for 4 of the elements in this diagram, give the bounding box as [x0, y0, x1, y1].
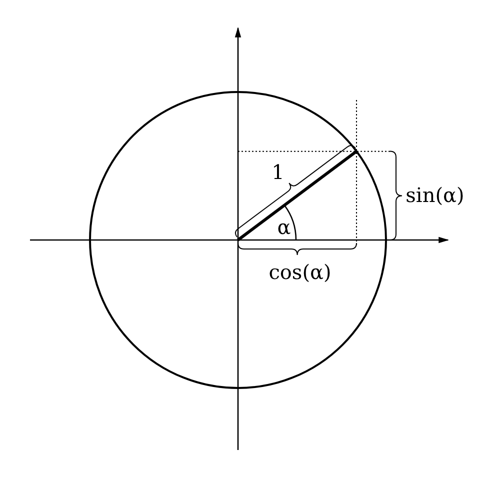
cosine-label: cos(α)	[268, 261, 332, 283]
angle-label: α	[277, 216, 291, 238]
radius-label: 1	[272, 161, 284, 183]
sine-label: sin(α)	[406, 184, 464, 206]
